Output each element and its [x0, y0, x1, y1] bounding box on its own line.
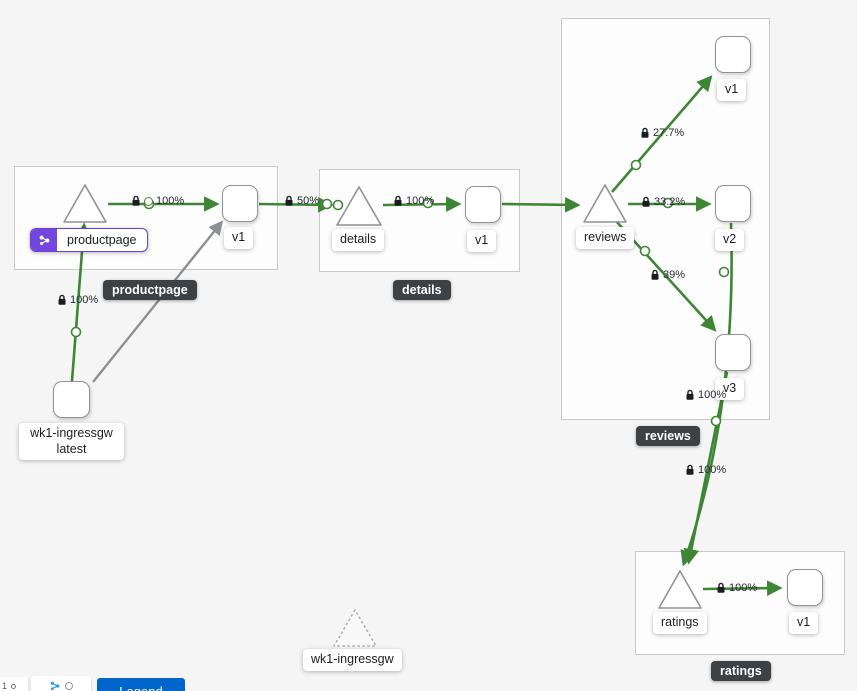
edge-label-details-v1: 100%	[393, 195, 434, 207]
node-label-ratings[interactable]: ratings	[653, 612, 707, 634]
workload-node-ingressgw[interactable]	[53, 381, 90, 418]
group-badge-ratings: ratings	[711, 661, 771, 681]
legend-button[interactable]: Legend	[97, 678, 185, 691]
node-label-productpage[interactable]: productpage	[30, 228, 148, 252]
graph-info-chip[interactable]: 1	[0, 677, 28, 691]
workload-node-reviews-v3[interactable]	[715, 334, 751, 371]
edge-rate-text: 100%	[406, 195, 435, 207]
edge-label-ratings-v1: 100%	[716, 582, 757, 594]
edge-label-productpage-v1: 100%	[131, 195, 184, 207]
edge-label-reviews-v2: 33.2%	[641, 196, 685, 208]
edge-label-reviews-v1: 27.7%	[640, 127, 684, 139]
edge-label-reviews-v3: 39%	[650, 269, 685, 281]
mtls-lock-icon	[686, 464, 694, 475]
ingressgw-version: latest	[56, 441, 87, 456]
group-badge-details: details	[393, 280, 451, 300]
edge-rate-text: 27.7%	[653, 127, 685, 139]
graph-icon	[50, 681, 60, 691]
node-label-text: productpage	[67, 233, 137, 247]
mini-dot-icon	[11, 683, 17, 689]
node-label-reviews-v1[interactable]: v1	[717, 79, 747, 101]
status-ring-icon	[65, 682, 73, 690]
workload-node-productpage-v1[interactable]	[222, 185, 258, 222]
idle-service-node-ingressgw[interactable]	[333, 609, 377, 647]
node-label-reviews-v2[interactable]: v2	[715, 229, 745, 251]
mtls-lock-icon	[717, 582, 725, 593]
edge-rate-text: 39%	[663, 269, 686, 281]
mtls-lock-icon	[394, 195, 402, 206]
workload-node-ratings-v1[interactable]	[787, 569, 823, 606]
mtls-lock-icon	[642, 196, 650, 207]
app-badge-icon	[31, 229, 57, 251]
workload-node-reviews-v1[interactable]	[715, 36, 751, 73]
node-label-details[interactable]: details	[332, 229, 385, 251]
edge-rate-text: 100%	[698, 464, 727, 476]
mtls-lock-icon	[58, 294, 66, 305]
ingressgw-name: wk1-ingressgw	[30, 426, 113, 440]
mtls-lock-icon	[686, 389, 694, 400]
node-label-productpage-v1[interactable]: v1	[224, 227, 254, 249]
workload-node-details-v1[interactable]	[465, 186, 501, 223]
edge-label-productpage-details: 50%	[284, 195, 319, 207]
traffic-ring-icon	[144, 196, 153, 206]
mtls-lock-icon	[651, 269, 659, 280]
graph-type-chip[interactable]	[31, 676, 91, 691]
mtls-lock-icon	[285, 195, 293, 206]
edge-rate-text: 50%	[297, 195, 320, 207]
node-label-details-v1[interactable]: v1	[467, 230, 497, 252]
node-label-idle-ingressgw[interactable]: wk1-ingressgw	[303, 649, 402, 671]
mtls-lock-icon	[132, 195, 140, 206]
edge-label-ingressgw-productpage: 100%	[57, 294, 98, 306]
traffic-dot	[70, 326, 82, 338]
group-badge-productpage: productpage	[103, 280, 197, 300]
group-badge-reviews: reviews	[636, 426, 700, 446]
node-label-reviews[interactable]: reviews	[576, 227, 635, 249]
mtls-lock-icon	[641, 127, 649, 138]
edge-label-v3-ratings: 100%	[685, 389, 726, 401]
workload-node-reviews-v2[interactable]	[715, 185, 751, 222]
edge-label-v2-ratings: 100%	[685, 464, 726, 476]
node-label-ratings-v1[interactable]: v1	[789, 612, 819, 634]
node-label-ingressgw[interactable]: wk1-ingressgw latest	[19, 423, 124, 461]
node-count-text: 1	[2, 681, 8, 691]
edge-rate-text: 100%	[698, 389, 727, 401]
edge-rate-text: 100%	[729, 582, 758, 594]
edge-rate-text: 33.2%	[654, 196, 686, 208]
edge-rate-text: 100%	[70, 294, 99, 306]
edge-rate-text: 100%	[156, 195, 185, 207]
